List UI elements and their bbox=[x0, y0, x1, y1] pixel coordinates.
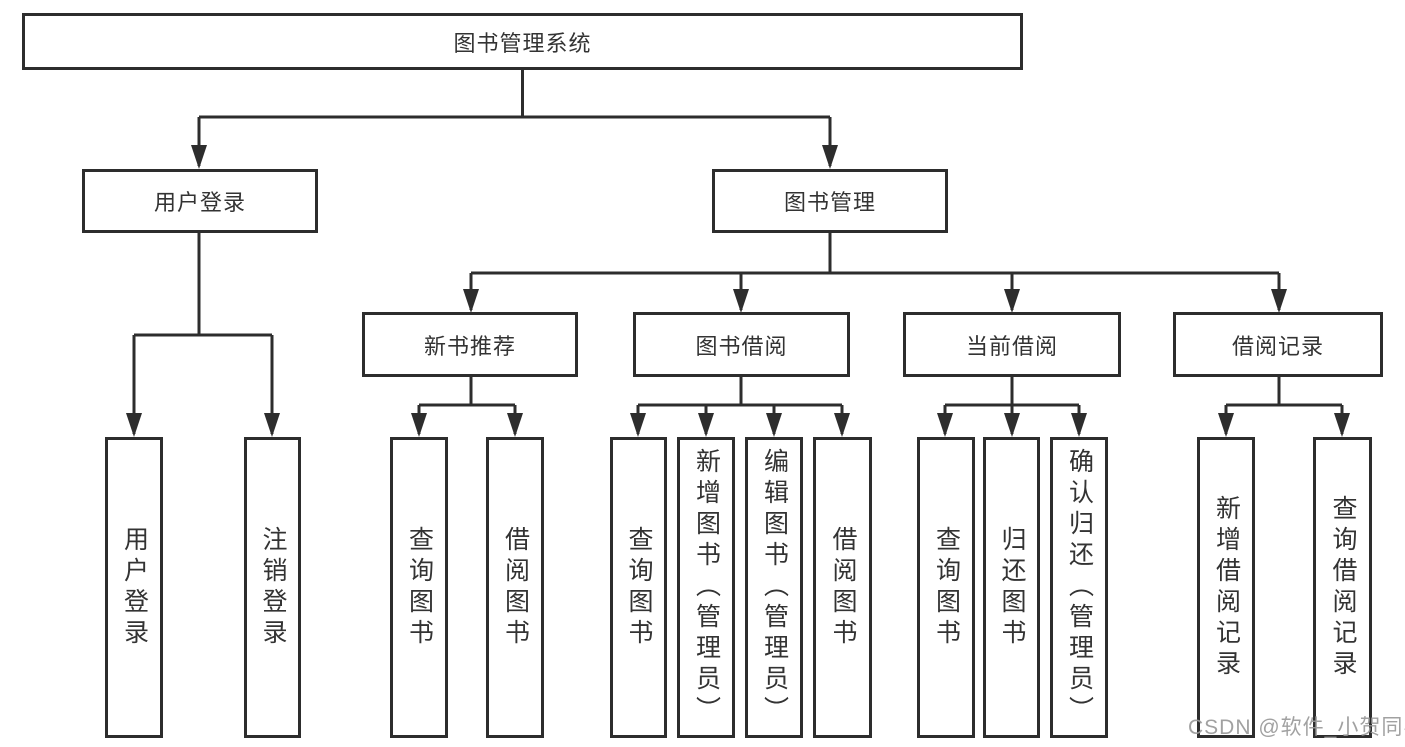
node-book-management: 图书管理 bbox=[712, 169, 948, 233]
node-current-borrowing: 当前借阅 bbox=[903, 312, 1121, 377]
arrow-down-icon bbox=[126, 413, 142, 437]
arrow-down-icon bbox=[630, 413, 646, 437]
arrow-down-icon bbox=[463, 289, 479, 313]
arrow-down-icon bbox=[733, 289, 749, 313]
leaf-borrow-books-recommend: 借阅图书 bbox=[486, 437, 544, 738]
leaf-borrow-books: 借阅图书 bbox=[813, 437, 872, 738]
node-label: 新书推荐 bbox=[423, 333, 516, 359]
leaf-query-books-borrow: 查询图书 bbox=[610, 437, 667, 738]
node-label: 借阅记录 bbox=[1231, 333, 1324, 359]
arrowheads bbox=[126, 145, 1350, 437]
node-label: 用户登录 bbox=[120, 525, 149, 650]
node-label: 借阅图书 bbox=[829, 525, 857, 650]
connector-stems bbox=[132, 69, 1344, 434]
leaf-user-login: 用户登录 bbox=[105, 437, 163, 738]
node-label: 图书借阅 bbox=[695, 333, 788, 359]
arrow-down-icon bbox=[1004, 289, 1020, 313]
leaf-confirm-return-admin: 确认归还（管理员） bbox=[1050, 437, 1108, 738]
arrow-down-icon bbox=[822, 145, 838, 169]
node-label: 注销登录 bbox=[259, 525, 287, 650]
arrow-down-icon bbox=[191, 145, 207, 169]
node-label: 归还图书 bbox=[998, 525, 1026, 650]
node-library-management-system: 图书管理系统 bbox=[22, 13, 1023, 70]
node-user-login: 用户登录 bbox=[82, 169, 318, 233]
arrow-down-icon bbox=[1071, 413, 1087, 437]
node-label: 新增图书（管理员） bbox=[692, 448, 721, 727]
node-label: 用户登录 bbox=[153, 190, 246, 215]
leaf-query-books-current: 查询图书 bbox=[917, 437, 975, 738]
arrow-down-icon bbox=[507, 413, 523, 437]
arrow-down-icon bbox=[1218, 413, 1234, 437]
leaf-query-borrow-record: 查询借阅记录 bbox=[1313, 437, 1372, 738]
node-book-borrowing: 图书借阅 bbox=[633, 312, 850, 377]
arrow-down-icon bbox=[1004, 413, 1020, 437]
arrow-down-icon bbox=[698, 413, 714, 437]
node-borrowing-records: 借阅记录 bbox=[1173, 312, 1383, 377]
node-label: 借阅图书 bbox=[501, 525, 530, 650]
leaf-add-books-admin: 新增图书（管理员） bbox=[677, 437, 735, 738]
arrow-down-icon bbox=[1271, 289, 1287, 313]
node-label: 编辑图书（管理员） bbox=[760, 448, 789, 727]
csdn-watermark: CSDN @软件_小贺同学 bbox=[1188, 716, 1405, 739]
node-label: 图书管理 bbox=[783, 190, 876, 215]
arrow-down-icon bbox=[1334, 413, 1350, 437]
node-label: 当前借阅 bbox=[965, 333, 1058, 359]
leaf-add-borrow-record: 新增借阅记录 bbox=[1197, 437, 1255, 738]
node-label: 查询借阅记录 bbox=[1329, 494, 1357, 681]
node-label: 新增借阅记录 bbox=[1212, 494, 1241, 681]
node-label: 查询图书 bbox=[625, 525, 653, 650]
node-label: 确认归还（管理员） bbox=[1065, 448, 1094, 727]
leaf-logout: 注销登录 bbox=[244, 437, 301, 738]
leaf-return-books: 归还图书 bbox=[983, 437, 1040, 738]
leaf-edit-books-admin: 编辑图书（管理员） bbox=[745, 437, 803, 738]
node-label: 查询图书 bbox=[405, 525, 434, 650]
leaf-query-books-recommend: 查询图书 bbox=[390, 437, 448, 738]
arrow-down-icon bbox=[937, 413, 953, 437]
node-new-book-recommendation: 新书推荐 bbox=[362, 312, 578, 377]
arrow-down-icon bbox=[264, 413, 280, 437]
node-label: 查询图书 bbox=[932, 525, 961, 650]
arrow-down-icon bbox=[834, 413, 850, 437]
node-label: 图书管理系统 bbox=[453, 30, 592, 56]
arrow-down-icon bbox=[411, 413, 427, 437]
arrow-down-icon bbox=[766, 413, 782, 437]
